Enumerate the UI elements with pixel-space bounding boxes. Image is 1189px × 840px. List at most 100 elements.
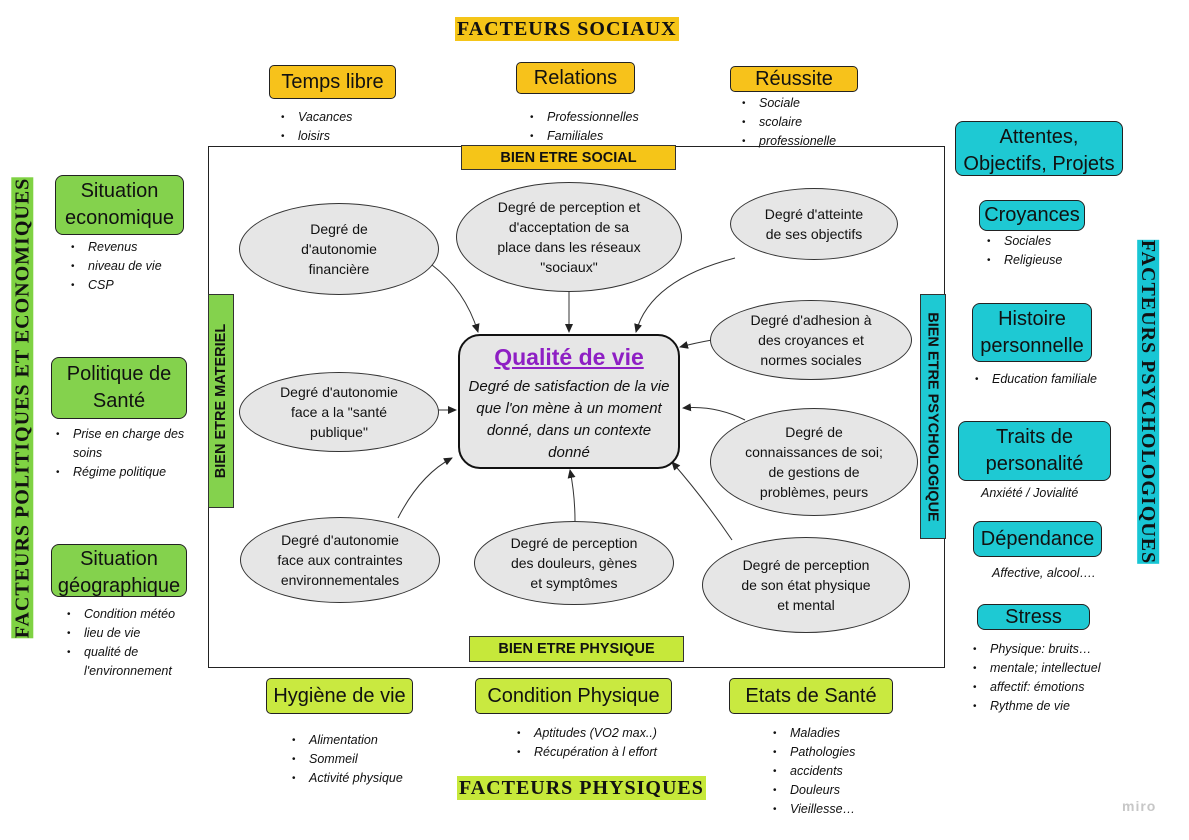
box-label: géographique xyxy=(57,575,181,597)
stress-box: Stress xyxy=(977,604,1090,630)
ellipse-line: normes sociales xyxy=(760,352,862,368)
politique-sante-box: Politique de Santé xyxy=(51,357,187,419)
ellipse-line: Degré de perception xyxy=(510,535,638,551)
qualite-de-vie-title: Qualité de vie xyxy=(494,344,644,370)
ellipse-line: et symptômes xyxy=(530,575,618,591)
histoire-box: Histoire personnelle xyxy=(972,303,1092,362)
condition-physique-box: Condition Physique xyxy=(475,678,672,714)
list-item: niveau de vie xyxy=(64,257,194,276)
croyances-label: Croyances xyxy=(984,204,1080,226)
situation-economique-list: Revenus niveau de vie CSP xyxy=(64,238,194,295)
ellipse-line: Degré d'autonomie xyxy=(280,384,398,400)
ellipse-line: face aux contraintes xyxy=(277,552,403,568)
box-label: economique xyxy=(65,207,174,229)
miro-watermark: miro xyxy=(1122,798,1157,814)
arrow xyxy=(679,339,713,349)
box-label: Politique de xyxy=(66,363,172,385)
ellipse-line: Degré de xyxy=(785,424,843,440)
situation-economique-box: Situation economique xyxy=(55,175,184,235)
arrow xyxy=(682,403,746,421)
ellipse-line: Degré d'autonomie xyxy=(281,532,399,548)
ellipse-douleurs: Degré de perception des douleurs, gènes … xyxy=(474,521,674,605)
ellipse-line: Degré d'atteinte xyxy=(764,206,864,222)
etats-sante-label: Etats de Santé xyxy=(745,684,877,707)
ellipse-etat-physique: Degré de perception de son état physique… xyxy=(702,537,910,633)
ellipse-sante-publique: Degré d'autonomie face a la "santé publi… xyxy=(239,372,439,452)
box-label: Traits de xyxy=(995,426,1074,448)
list-item: Sociales xyxy=(980,232,1110,251)
dependance-label: Dépendance xyxy=(980,527,1095,550)
situation-geographique-list: Condition météo lieu de vie qualité de l… xyxy=(60,605,210,681)
hygiene-list: Alimentation Sommeil Activité physique xyxy=(285,731,435,788)
band-bien-etre-psycho: BIEN ETRE PSYCHOLOGIQUE xyxy=(920,294,946,539)
situation-geographique-box: Situation géographique xyxy=(51,544,187,597)
box-label: Histoire xyxy=(998,307,1066,330)
band-bien-etre-social: BIEN ETRE SOCIAL xyxy=(461,145,676,170)
ellipse-line: Degré de perception xyxy=(742,557,870,573)
condition-physique-list: Aptitudes (VO2 max..) Récupération à l e… xyxy=(510,724,690,762)
ellipse-line: des douleurs, gènes xyxy=(510,555,638,571)
arrow xyxy=(397,457,453,519)
ellipse-line: et mental xyxy=(777,597,835,613)
reussite-box: Réussite xyxy=(730,66,858,92)
list-item: Régime politique xyxy=(49,463,209,482)
ellipse-atteinte-objectifs: Degré d'atteinte de ses objectifs xyxy=(730,188,898,260)
list-item: Condition météo xyxy=(60,605,210,624)
list-item: Alimentation xyxy=(285,731,435,750)
hygiene-label: Hygiène de vie xyxy=(273,684,406,707)
qualite-de-vie-definition: Degré de satisfaction de la vie que l'on… xyxy=(468,378,670,461)
ellipse-autonomie-financiere: Degré de d'autonomie financière xyxy=(239,203,439,295)
list-item: affectif: émotions xyxy=(966,678,1126,697)
reussite-list: Sociale scolaire professionelle xyxy=(735,94,885,151)
list-item: Sommeil xyxy=(285,750,435,769)
list-item: Religieuse xyxy=(980,251,1110,270)
list-item: Vacances xyxy=(274,108,414,127)
ellipse-contraintes-env: Degré d'autonomie face aux contraintes e… xyxy=(240,517,440,603)
list-item: loisirs xyxy=(274,127,414,146)
list-item: lieu de vie xyxy=(60,624,210,643)
ellipse-line: des croyances et xyxy=(758,332,864,348)
stress-label: Stress xyxy=(1005,605,1062,628)
list-item: Douleurs xyxy=(766,781,906,800)
attentes-box: Attentes, Objectifs, Projets xyxy=(955,121,1123,176)
social-factors-title: FACTEURS SOCIAUX xyxy=(455,17,679,41)
temps-libre-list: Vacances loisirs xyxy=(274,108,414,146)
politique-sante-list: Prise en charge des soins Régime politiq… xyxy=(49,425,209,482)
list-item: Revenus xyxy=(64,238,194,257)
condition-physique-label: Condition Physique xyxy=(487,684,660,707)
arrow xyxy=(431,264,480,333)
relations-box: Relations xyxy=(516,62,635,94)
list-item: qualité de xyxy=(60,643,210,662)
arrow xyxy=(671,461,733,541)
temps-libre-box: Temps libre xyxy=(269,65,396,99)
list-item: Maladies xyxy=(766,724,906,743)
arrow xyxy=(634,257,736,333)
hygiene-box: Hygiène de vie xyxy=(266,678,413,714)
relations-label: Relations xyxy=(533,66,618,89)
list-item-continued: soins xyxy=(73,446,103,460)
list-item: CSP xyxy=(64,276,194,295)
etats-sante-box: Etats de Santé xyxy=(729,678,893,714)
list-item: Aptitudes (VO2 max..) xyxy=(510,724,690,743)
box-label: Objectifs, Projets xyxy=(963,153,1115,175)
croyances-list: Sociales Religieuse xyxy=(980,232,1110,270)
ellipse-line: de gestions de xyxy=(768,464,860,480)
stress-list: Physique: bruits… mentale; intellectuel … xyxy=(966,640,1126,716)
physical-factors-title: FACTEURS PHYSIQUES xyxy=(457,776,706,800)
list-item: Familiales xyxy=(523,127,673,146)
histoire-list: Education familiale xyxy=(968,370,1118,389)
ellipse-line: financière xyxy=(308,261,370,277)
reussite-label: Réussite xyxy=(755,67,833,90)
arrow xyxy=(567,469,576,522)
list-item: mentale; intellectuel xyxy=(966,659,1126,678)
ellipse-line: d'autonomie xyxy=(301,241,377,257)
ellipse-adhesion-croyances: Degré d'adhesion à des croyances et norm… xyxy=(710,300,912,380)
list-item: Pathologies xyxy=(766,743,906,762)
ellipse-line: face a la "santé xyxy=(290,404,388,420)
box-label: Situation xyxy=(80,180,159,202)
list-item: professionelle xyxy=(735,132,885,151)
ellipse-line: place dans les réseaux xyxy=(497,239,641,255)
box-label: Attentes, xyxy=(999,126,1079,148)
list-item: Professionnelles xyxy=(523,108,673,127)
